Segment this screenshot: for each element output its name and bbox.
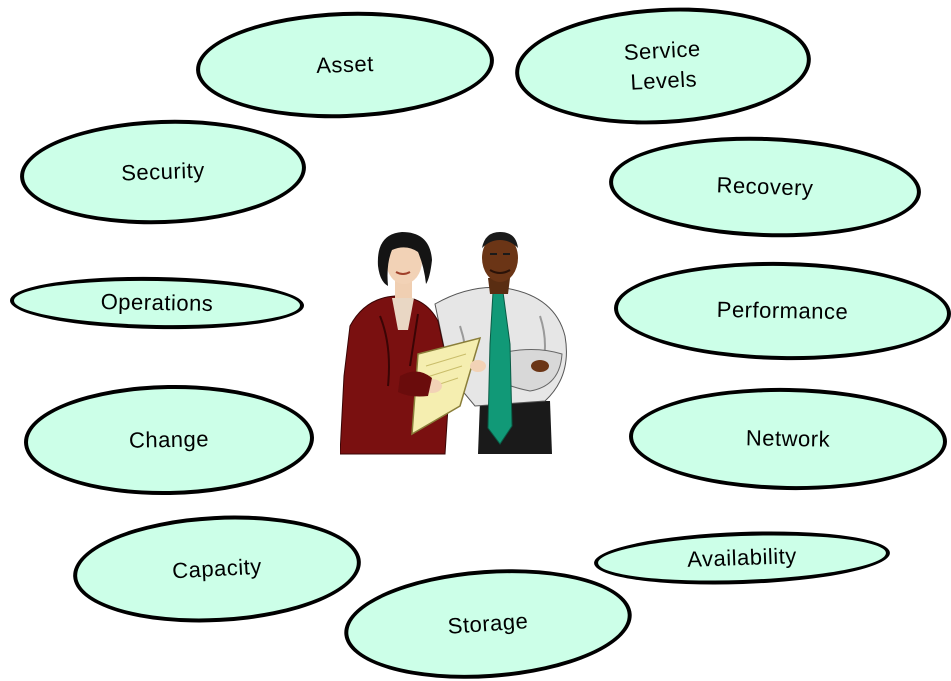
- node-recovery: Recovery: [607, 131, 923, 243]
- node-recovery-label: Recovery: [716, 172, 814, 201]
- business-people-illustration: [340, 232, 567, 455]
- node-operations: Operations: [9, 274, 305, 332]
- node-security: Security: [18, 115, 308, 229]
- node-storage: Storage: [340, 560, 636, 681]
- node-network-label: Network: [745, 425, 831, 452]
- node-network: Network: [628, 385, 948, 493]
- node-availability: Availability: [593, 526, 891, 590]
- node-service-levels: Service Levels: [512, 0, 814, 132]
- node-performance-label: Performance: [716, 297, 849, 325]
- node-availability-label: Availability: [686, 543, 798, 573]
- node-security-label: Security: [120, 157, 206, 186]
- node-storage-label: Storage: [446, 608, 530, 639]
- woman-figure: [340, 232, 486, 455]
- node-asset-label: Asset: [315, 51, 375, 79]
- node-performance: Performance: [613, 259, 951, 363]
- node-change-label: Change: [128, 426, 210, 453]
- node-operations-label: Operations: [100, 289, 214, 317]
- node-asset: Asset: [194, 6, 496, 124]
- node-change: Change: [23, 382, 315, 498]
- node-service-levels-label: Service Levels: [623, 36, 702, 95]
- node-capacity-label: Capacity: [171, 553, 263, 584]
- man-figure: [434, 232, 567, 454]
- node-capacity: Capacity: [70, 508, 364, 630]
